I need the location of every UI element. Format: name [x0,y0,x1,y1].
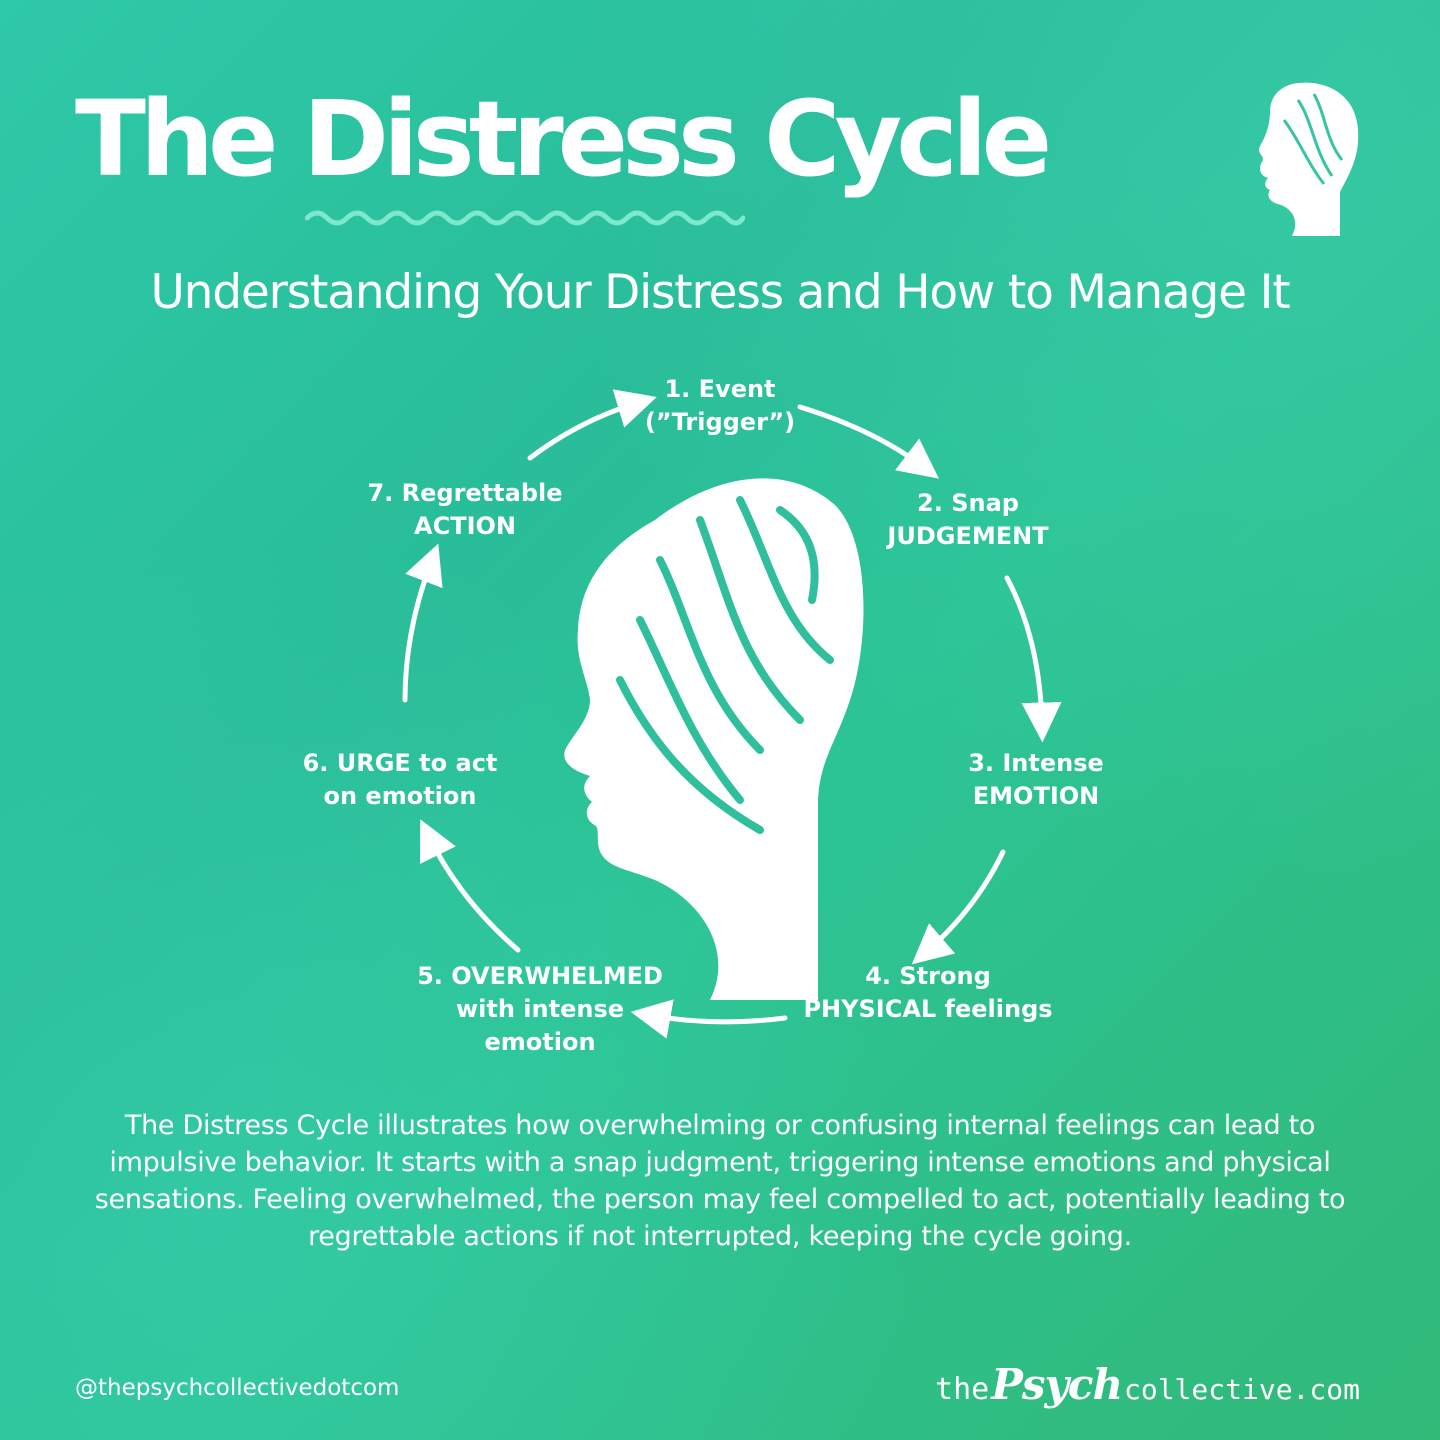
cycle-arrow-7-to-1 [527,389,657,461]
cycle-arrow-4-to-5 [630,999,788,1039]
step-7-line-1: 7. Regrettable [367,479,563,507]
step-4-line-1: 4. Strong [865,962,991,990]
cycle-arrow-6-to-7 [402,543,443,703]
brand-script: Psych [991,1360,1123,1409]
head-silhouette-icon [1259,82,1359,236]
step-5-line-2: with intense [455,995,625,1023]
cycle-arrow-5-to-6 [420,819,521,953]
step-1-line-1: 1. Event [664,375,776,403]
cycle-step-3-intense-emotion: 3. Intense EMOTION [968,747,1104,813]
cycle-arrow-2-to-3 [1004,575,1062,743]
title-squiggle-decoration [305,210,745,226]
cycle-step-2-snap-judgement: 2. Snap JUDGEMENT [887,487,1048,553]
step-6-line-1: 6. URGE to act [302,749,498,777]
cycle-arrow-3-to-4 [911,849,1006,965]
step-2-line-1: 2. Snap [917,489,1019,517]
step-6-line-2: on emotion [323,782,477,810]
step-3-line-1: 3. Intense [968,749,1104,777]
step-5-line-3: emotion [484,1028,596,1056]
step-2-line-2: JUDGEMENT [887,522,1049,550]
page-subtitle: Understanding Your Distress and How to M… [150,265,1290,320]
step-5-line-1: 5. OVERWHELMED [417,962,663,990]
cycle-step-5-overwhelmed: 5. OVERWHELMED with intense emotion [417,960,663,1059]
cycle-description: The Distress Cycle illustrates how overw… [94,1110,1346,1252]
step-3-line-2: EMOTION [972,782,1100,810]
brand-suffix: collective.com [1123,1373,1360,1406]
step-1-line-2: (”Trigger”) [644,408,796,436]
cycle-step-1-event: 1. Event (”Trigger”) [645,373,795,439]
step-4-line-2: PHYSICAL feelings [803,995,1053,1023]
brand-prefix: the [935,1372,990,1407]
distress-cycle-diagram [402,389,1062,1039]
brand-logo: thePsychcollective.com [935,1360,1360,1409]
social-handle: @thepsychcollectivedotcom [75,1375,400,1401]
cycle-arrow-1-to-2 [797,404,939,479]
step-7-line-2: ACTION [414,512,516,540]
cycle-step-6-urge-to-act: 6. URGE to act on emotion [303,747,498,813]
page-title: The Distress Cycle [75,78,1052,200]
cycle-step-7-regrettable-action: 7. Regrettable ACTION [367,477,562,543]
cycle-step-4-physical-feelings: 4. Strong PHYSICAL feelings [803,960,1052,1026]
